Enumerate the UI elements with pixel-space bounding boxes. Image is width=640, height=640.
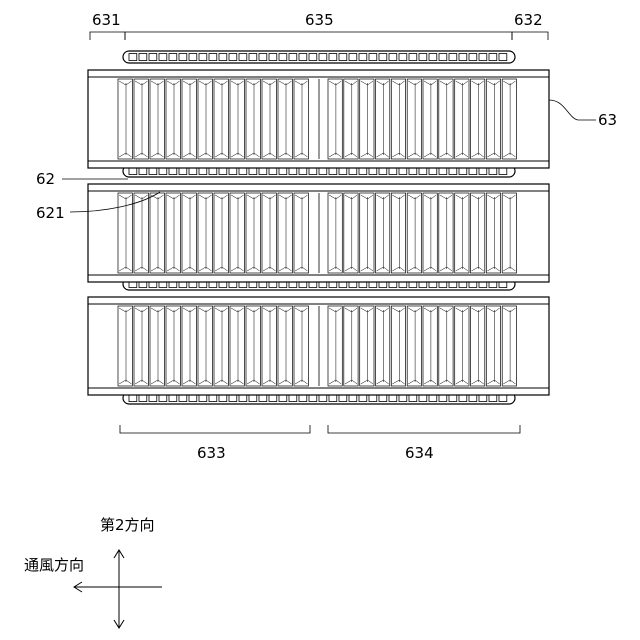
fin-plate xyxy=(88,70,549,168)
direction-arrows-icon xyxy=(74,550,162,628)
fin-plate xyxy=(88,297,549,395)
leader-63 xyxy=(549,100,596,120)
label-635: 635 xyxy=(305,11,334,29)
fin-plate xyxy=(88,184,549,282)
bottom-brackets xyxy=(120,425,520,433)
top-brackets xyxy=(90,32,548,40)
airflow-direction-label: 通風方向 xyxy=(24,556,84,574)
label-63: 63 xyxy=(598,111,617,129)
fin-plates xyxy=(88,70,549,395)
label-634: 634 xyxy=(405,444,434,462)
label-631: 631 xyxy=(92,11,121,29)
label-621: 621 xyxy=(36,204,65,222)
label-632: 632 xyxy=(514,11,543,29)
label-62: 62 xyxy=(36,170,55,188)
label-633: 633 xyxy=(197,444,226,462)
flat-tube xyxy=(123,51,515,63)
second-direction-label: 第2方向 xyxy=(100,516,155,534)
